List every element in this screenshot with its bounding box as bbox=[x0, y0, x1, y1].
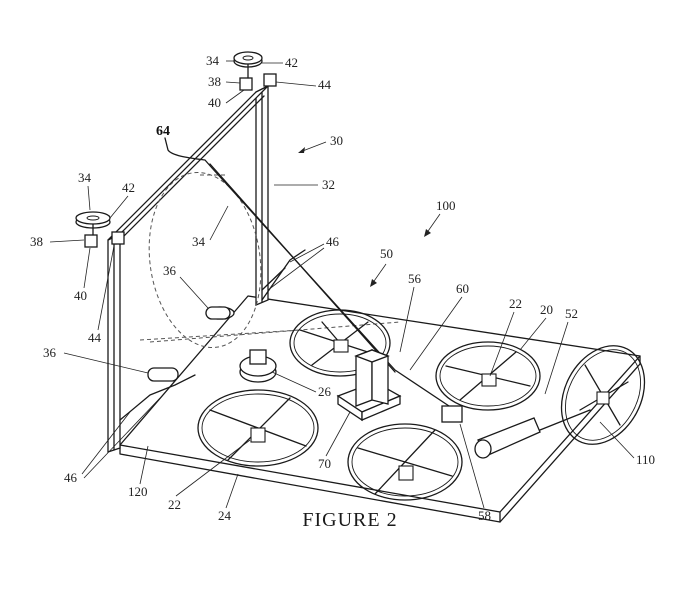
ref-22a: 22 bbox=[509, 296, 522, 311]
top-pulley-right bbox=[234, 52, 276, 90]
rotor-front-left bbox=[198, 390, 318, 466]
ref-42b: 42 bbox=[122, 180, 135, 195]
thruster-cylinder bbox=[475, 418, 540, 458]
rotor-front-right bbox=[348, 424, 462, 500]
ref-50: 50 bbox=[380, 246, 393, 261]
roller-lower bbox=[148, 368, 178, 381]
ref-34b: 34 bbox=[78, 170, 92, 185]
ref-26: 26 bbox=[318, 384, 332, 399]
ref-56: 56 bbox=[408, 271, 422, 286]
ref-100: 100 bbox=[436, 198, 456, 213]
ref-40a: 40 bbox=[208, 95, 221, 110]
ref-36b: 36 bbox=[43, 345, 57, 360]
ref-64: 64 bbox=[156, 124, 170, 139]
ref-38b: 38 bbox=[30, 234, 43, 249]
ref-60: 60 bbox=[456, 281, 469, 296]
roller-upper bbox=[206, 307, 234, 319]
ref-46b: 46 bbox=[64, 470, 78, 485]
ref-40b: 40 bbox=[74, 288, 87, 303]
ref-30: 30 bbox=[330, 133, 343, 148]
figure-caption: FIGURE 2 bbox=[0, 509, 700, 532]
motor-drum bbox=[240, 350, 276, 382]
ref-46a: 46 bbox=[326, 234, 340, 249]
top-pulley-left bbox=[76, 212, 124, 247]
ref-20: 20 bbox=[540, 302, 553, 317]
ref-70: 70 bbox=[318, 456, 331, 471]
ref-36a: 36 bbox=[163, 263, 177, 278]
ref-110: 110 bbox=[636, 452, 655, 467]
actuator-box bbox=[442, 406, 462, 422]
ref-52: 52 bbox=[565, 306, 578, 321]
ref-38a: 38 bbox=[208, 74, 221, 89]
ref-44a: 44 bbox=[318, 77, 332, 92]
rotor-back-right bbox=[436, 342, 540, 410]
central-mast bbox=[338, 350, 400, 420]
ref-32: 32 bbox=[322, 177, 335, 192]
ref-34c: 34 bbox=[192, 234, 206, 249]
ref-44b: 44 bbox=[88, 330, 102, 345]
ref-120: 120 bbox=[128, 484, 148, 499]
ref-42a: 42 bbox=[285, 55, 298, 70]
ref-34a: 34 bbox=[206, 53, 220, 68]
